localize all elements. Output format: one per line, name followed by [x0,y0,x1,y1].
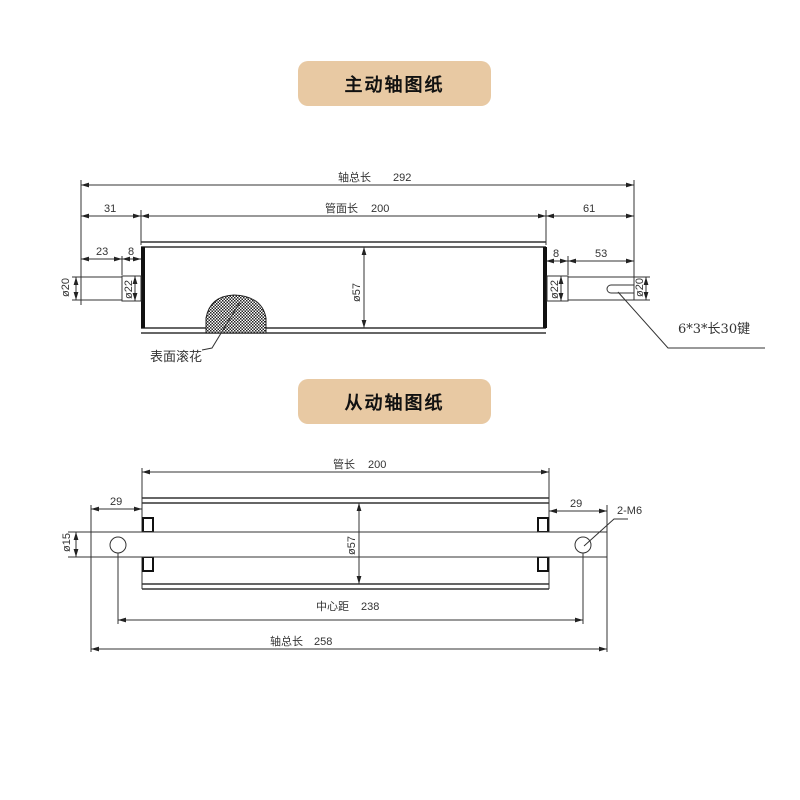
driven-tube-length-label: 管长 [333,457,355,471]
drive-total-length-label: 轴总长 [338,170,371,184]
drive-total-length: 292 [393,172,411,184]
driven-shaft-dia: ø15 [61,533,73,552]
knurl-note: 表面滚花 [150,349,202,365]
drive-right-shoulder-dia: ø22 [549,280,561,299]
drive-right-shaft-total: 61 [583,203,595,215]
driven-tube-length: 200 [368,459,386,471]
drive-left-shoulder: 8 [128,246,134,258]
drive-tube-face-label: 管面长 [325,201,358,215]
center-distance: 238 [361,601,379,613]
drive-tube-dia: ø57 [351,283,363,302]
driven-total-length: 258 [314,636,332,648]
driven-shaft-title-badge: 从动轴图纸 [298,379,491,424]
driven-shaft-drawing [68,468,628,652]
drive-tube-face-length: 200 [371,203,389,215]
drive-right-shoulder: 8 [553,248,559,260]
keyway-note: 6*3*长30键 [678,322,750,337]
driven-right-overhang: 29 [570,498,582,510]
driven-left-overhang: 29 [110,496,122,508]
drive-shaft-drawing [72,180,765,351]
driven-tube-dia: ø57 [346,536,358,555]
drive-shaft-title: 主动轴图纸 [344,74,445,96]
driven-total-length-label: 轴总长 [270,634,303,648]
drive-left-shaft-length: 23 [96,246,108,258]
drive-shaft-title-badge: 主动轴图纸 [298,61,491,106]
drive-left-shaft-dia: ø20 [60,278,72,297]
driven-shaft-title: 从动轴图纸 [344,392,445,414]
hole-note: 2-M6 [617,505,642,517]
center-distance-label: 中心距 [316,600,349,613]
drive-right-shaft-dia: ø20 [634,278,646,297]
drive-right-shaft-length: 53 [595,248,607,260]
drive-left-shaft-total: 31 [104,203,116,215]
drive-left-shoulder-dia: ø22 [123,280,135,299]
